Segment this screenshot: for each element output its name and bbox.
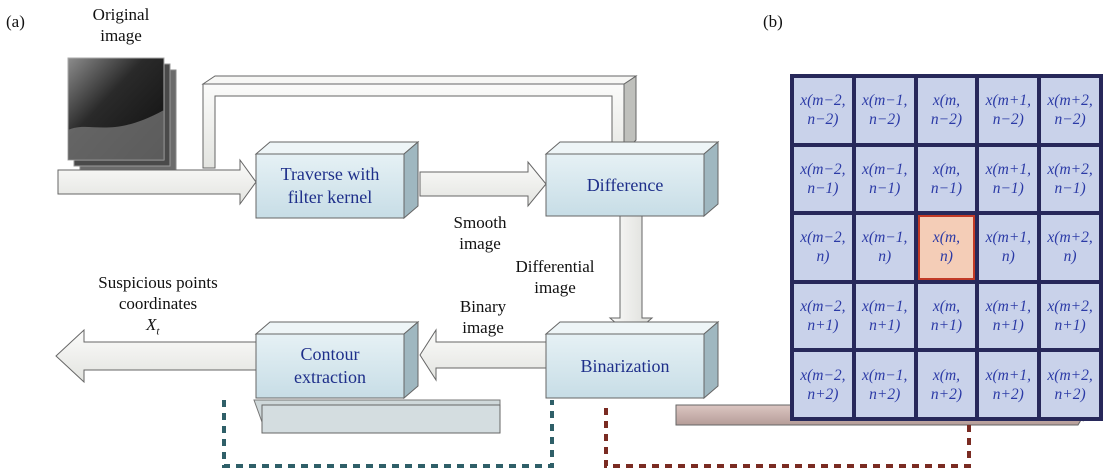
output-arrow [55,328,257,384]
output-symbol: Xt [146,315,160,338]
grid-cell: x(m, n−2) [917,78,976,143]
binary-arrow [419,328,547,382]
grid-cell: x(m+1, n−1) [979,146,1038,212]
original-image-label: Original image [92,5,150,45]
binarization-box-label: Binarization [580,355,670,376]
grid-cell: x(m, n+1) [917,283,976,349]
grid-cell: x(m−1, n+2) [855,352,914,417]
difference-box-label: Difference [586,174,664,195]
grid-cell: x(m−2, n) [794,215,852,280]
grid-cell: x(m−1, n) [855,215,914,280]
grid-cell: x(m+1, n+2) [979,352,1038,417]
grid-cell: x(m−1, n+1) [855,283,914,349]
traverse-box-label: Traverse with filter kernel [280,164,380,207]
grid-cell: x(m, n−1) [917,146,976,212]
grid-cell: x(m, n+2) [917,352,976,417]
dashed-link-teal [222,400,554,468]
difference-box-shape [544,140,720,218]
smooth-image-label: Smooth image [453,213,507,253]
neighborhood-grid: x(m−2, n−2)x(m−1, n−2)x(m, n−2)x(m+1, n−… [790,74,1103,421]
grid-cell: x(m+1, n−2) [979,78,1038,143]
bypass-arrow [201,75,638,169]
grid-cell-center: x(m, n) [917,215,976,280]
output-label: Suspicious points coordinates [98,273,218,313]
grid-cell: x(m+2, n) [1041,215,1099,280]
grid-cell: x(m+1, n+1) [979,283,1038,349]
grid-cell: x(m−1, n−2) [855,78,914,143]
contour-box-shape [254,320,420,400]
binary-image-label: Binary image [459,297,507,337]
differential-arrow [608,211,654,337]
binarization-box-shape [544,320,720,400]
grid-cell: x(m+2, n+1) [1041,283,1099,349]
grid-cell: x(m+2, n−2) [1041,78,1099,143]
panel-a-label: (a) [6,12,25,31]
grid-cell: x(m+1, n) [979,215,1038,280]
grid-cell: x(m+2, n+2) [1041,352,1099,417]
input-arrow [57,158,257,206]
grid-cell: x(m−2, n+1) [794,283,852,349]
panel-b-label: (b) [763,12,783,31]
traverse-box-shape [254,140,420,220]
grid-cell: x(m−2, n−2) [794,78,852,143]
dashed-link-red [604,408,971,468]
contour-box-label: Contour extraction [294,344,366,387]
grid-cell: x(m−1, n−1) [855,146,914,212]
original-image-stack [67,57,177,173]
grid-cell: x(m−2, n+2) [794,352,852,417]
shelf-plate-left [253,399,501,434]
smooth-arrow [419,160,547,208]
differential-image-label: Differential image [515,257,595,297]
grid-cell: x(m−2, n−1) [794,146,852,212]
grid-cell: x(m+2, n−1) [1041,146,1099,212]
